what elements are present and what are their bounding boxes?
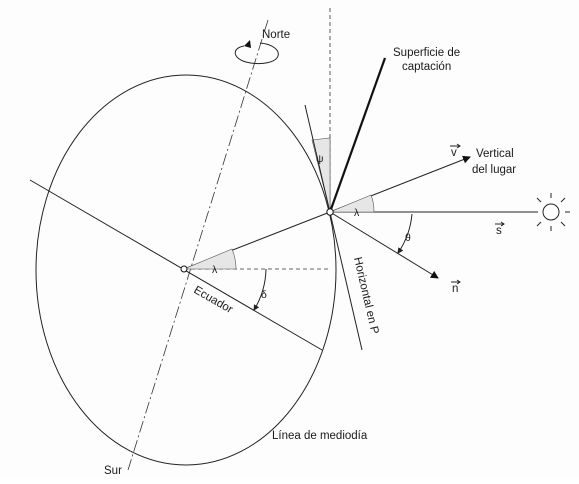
earth-meridian-ellipse	[35, 74, 337, 466]
lambda-angle-shade-p	[329, 194, 375, 213]
equator-label: Ecuador	[192, 284, 235, 316]
point-p	[326, 208, 334, 216]
rotation-arrow-icon	[234, 40, 279, 65]
vertical-label-line1: Vertical	[476, 148, 514, 160]
theta-symbol: θ	[405, 232, 411, 244]
collector-surface-line	[328, 57, 387, 213]
lambda-symbol-center: λ	[212, 264, 218, 276]
theta-angle-arc	[397, 213, 413, 254]
collector-surface-label-line2: captación	[402, 61, 451, 73]
south-label: Sur	[104, 465, 122, 477]
sun-vector-symbol: s	[496, 225, 502, 237]
north-label: Norte	[262, 29, 290, 41]
delta-symbol: δ	[261, 289, 267, 301]
psi-symbol: ψ	[316, 153, 324, 165]
sun-icon	[532, 193, 570, 231]
vertical-vector-symbol: v	[451, 147, 457, 159]
collector-surface-label-line1: Superficie de	[393, 47, 460, 59]
sun-vector-symbol-arrow	[495, 221, 505, 227]
normal-vector-symbol: n	[452, 283, 458, 295]
delta-angle-arc	[253, 268, 267, 311]
lambda-angle-shade-center	[183, 248, 237, 270]
noon-line-label: Línea de mediodía	[272, 430, 368, 442]
horizontal-plane-line	[304, 104, 363, 351]
earth-axis	[127, 19, 269, 471]
normal-vector-symbol-arrow	[451, 279, 461, 285]
vertical-label-line2: del lugar	[472, 164, 516, 176]
equator-line	[29, 179, 323, 351]
normal-vector	[329, 211, 439, 279]
lambda-symbol-p: λ	[354, 207, 360, 219]
earth-center-point	[180, 265, 188, 273]
vertical-vector-symbol-arrow	[450, 143, 461, 149]
